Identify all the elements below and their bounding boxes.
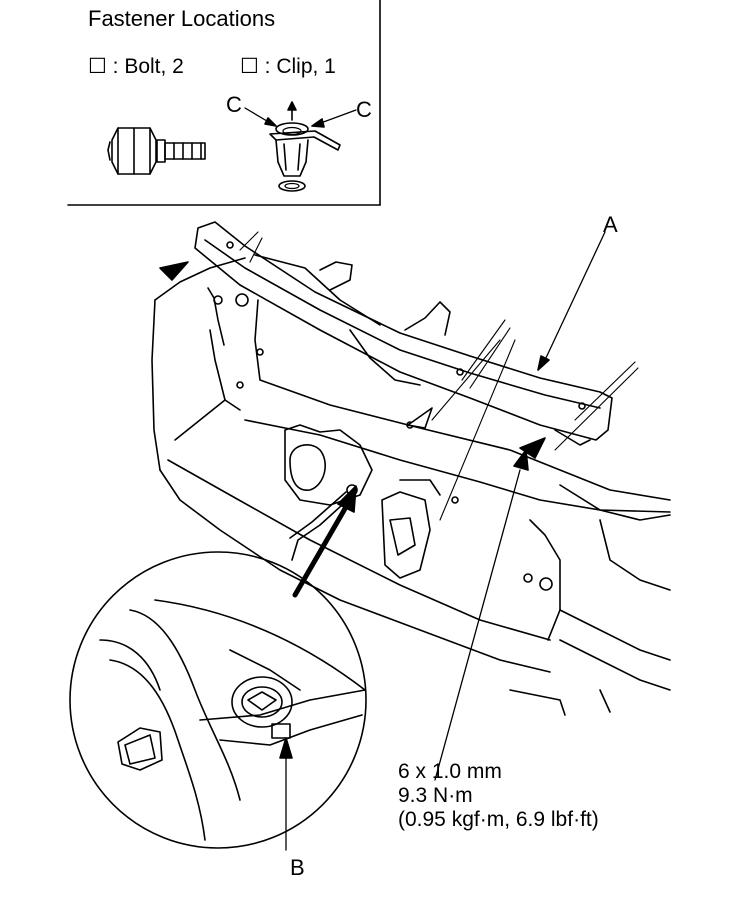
legend-box (67, 0, 381, 206)
bolt-icon (107, 127, 206, 175)
spec-torque-alt: (0.95 kgf·m, 6.9 lbf·ft) (398, 808, 599, 831)
callout-c-right: C (356, 97, 372, 122)
horn-assembly (284, 424, 441, 579)
spec-torque-nm: 9.3 N·m (398, 784, 473, 807)
upper-support-bar (194, 221, 613, 441)
legend-bolt: ☐ : Bolt, 2 (88, 55, 184, 78)
spec-bolt-size: 6 x 1.0 mm (398, 760, 502, 783)
callout-a: A (603, 212, 618, 237)
radiator-support-frame (151, 257, 671, 673)
callout-c-left: C (226, 92, 242, 117)
clip-icon (244, 101, 357, 192)
right-side-structure (509, 429, 671, 716)
callout-b: B (290, 855, 305, 880)
detail-magnifier (69, 551, 367, 849)
legend-clip: ☐ : Clip, 1 (240, 55, 336, 78)
diagram-title: Fastener Locations (88, 6, 276, 31)
reference-lines (239, 231, 639, 521)
